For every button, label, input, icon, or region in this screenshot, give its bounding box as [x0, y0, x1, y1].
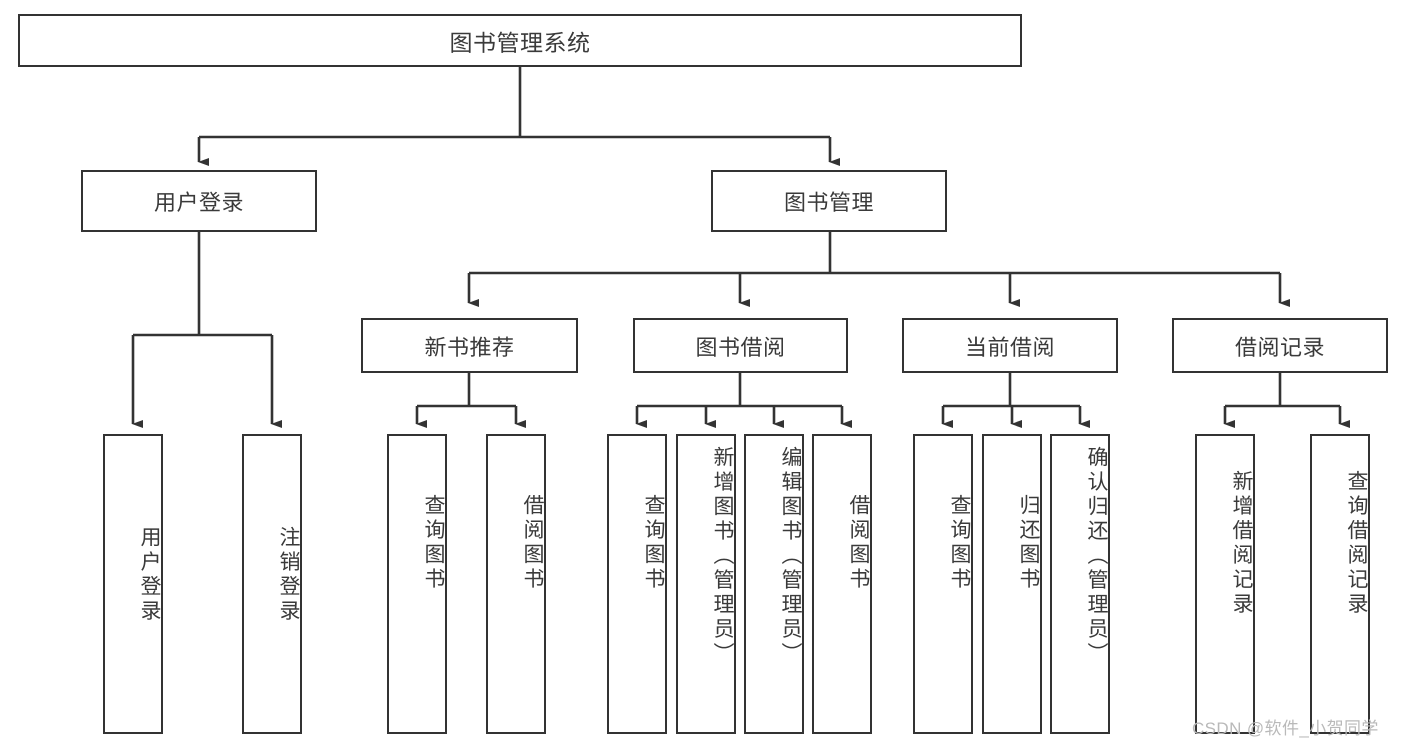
node-new-book-recommend[interactable]: 新书推荐 — [361, 318, 578, 373]
leaf-user-login-signout[interactable]: 注销登录 — [242, 434, 302, 734]
leaf-new-book-borrow[interactable]: 借阅图书 — [486, 434, 546, 734]
leaf-current-query-book-label: 查询图书 — [948, 494, 971, 592]
leaf-user-login-signout-label: 注销登录 — [277, 526, 300, 624]
node-book-borrow[interactable]: 图书借阅 — [633, 318, 848, 373]
leaf-new-book-borrow-label: 借阅图书 — [521, 494, 544, 592]
leaf-record-query[interactable]: 查询借阅记录 — [1310, 434, 1370, 734]
node-new-book-recommend-label: 新书推荐 — [424, 334, 515, 360]
leaf-borrow-edit-book-admin[interactable]: 编辑图书（管理员） — [744, 434, 804, 734]
leaf-current-return-book[interactable]: 归还图书 — [982, 434, 1042, 734]
node-borrow-record[interactable]: 借阅记录 — [1172, 318, 1388, 373]
leaf-borrow-query-book[interactable]: 查询图书 — [607, 434, 667, 734]
leaf-user-login-signin[interactable]: 用户登录 — [103, 434, 163, 734]
node-current-borrow[interactable]: 当前借阅 — [902, 318, 1118, 373]
leaf-borrow-add-book-admin[interactable]: 新增图书（管理员） — [676, 434, 736, 734]
node-root-system-label: 图书管理系统 — [449, 29, 591, 56]
leaf-current-query-book[interactable]: 查询图书 — [913, 434, 973, 734]
leaf-current-confirm-return-admin-label: 确认归还（管理员） — [1085, 446, 1108, 667]
leaf-record-add[interactable]: 新增借阅记录 — [1195, 434, 1255, 734]
node-book-borrow-label: 图书借阅 — [695, 334, 786, 360]
leaf-new-book-query[interactable]: 查询图书 — [387, 434, 447, 734]
node-user-login-label: 用户登录 — [153, 190, 244, 215]
node-book-management[interactable]: 图书管理 — [711, 170, 947, 232]
leaf-borrow-add-book-admin-label: 新增图书（管理员） — [711, 446, 734, 667]
leaf-record-query-label: 查询借阅记录 — [1345, 470, 1368, 617]
node-user-login[interactable]: 用户登录 — [81, 170, 317, 232]
leaf-borrow-query-book-label: 查询图书 — [642, 494, 665, 592]
leaf-borrow-borrow-book[interactable]: 借阅图书 — [812, 434, 872, 734]
leaf-borrow-borrow-book-label: 借阅图书 — [847, 494, 870, 592]
watermark: CSDN @软件_小贺同学 — [1192, 719, 1379, 738]
node-borrow-record-label: 借阅记录 — [1234, 334, 1325, 360]
leaf-new-book-query-label: 查询图书 — [422, 494, 445, 592]
leaf-current-return-book-label: 归还图书 — [1017, 494, 1040, 592]
node-root-system[interactable]: 图书管理系统 — [18, 14, 1022, 67]
leaf-current-confirm-return-admin[interactable]: 确认归还（管理员） — [1050, 434, 1110, 734]
leaf-borrow-edit-book-admin-label: 编辑图书（管理员） — [779, 446, 802, 667]
node-current-borrow-label: 当前借阅 — [964, 334, 1055, 360]
node-book-management-label: 图书管理 — [783, 190, 874, 215]
leaf-user-login-signin-label: 用户登录 — [138, 526, 161, 624]
leaf-record-add-label: 新增借阅记录 — [1230, 470, 1253, 617]
